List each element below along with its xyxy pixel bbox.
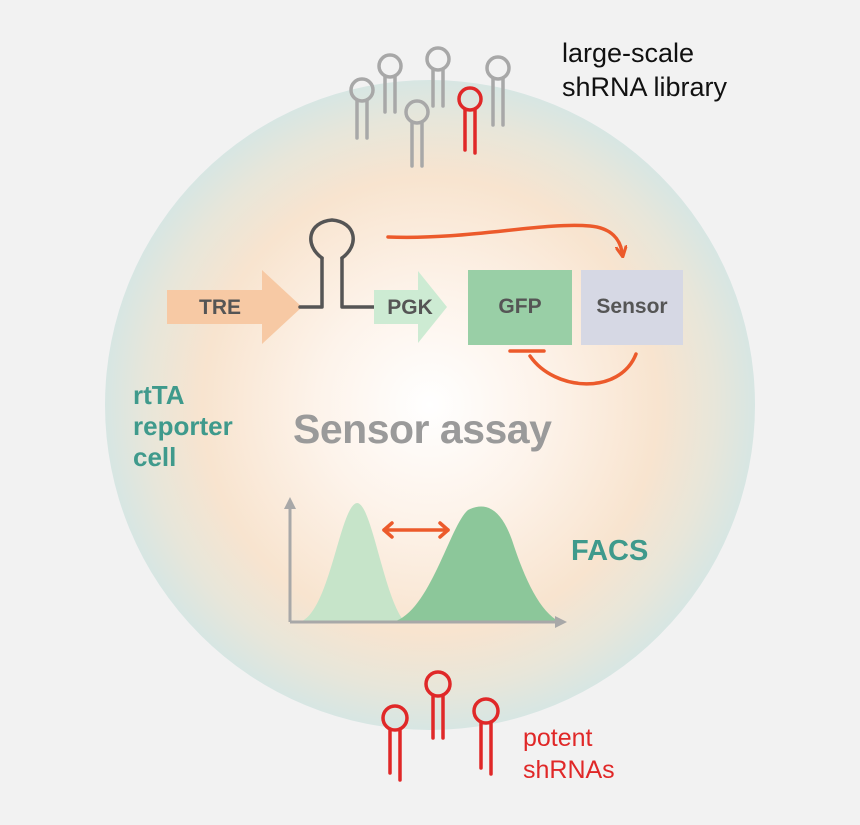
construct-hairpin-icon <box>298 218 377 309</box>
library-label-line-1: large-scale <box>562 38 695 68</box>
cell-label: rtTA reporter cell <box>133 380 233 473</box>
potent-shrnas <box>381 670 500 782</box>
gfp-high-peak <box>393 506 560 622</box>
shrna-hairpin-red-icon <box>457 86 483 155</box>
gfp-low-peak <box>300 503 405 622</box>
pgk-label: PGK <box>387 296 433 319</box>
cell-label-line-1: rtTA <box>133 380 185 410</box>
potent-label-line-2: shRNAs <box>523 756 615 784</box>
facs-histogram <box>284 497 567 628</box>
pgk-promoter-arrow <box>374 271 447 343</box>
library-label: large-scale shRNA library <box>562 36 727 104</box>
shrna-hairpin-icon <box>404 99 430 168</box>
repression-arrow <box>528 352 638 386</box>
reporter-cell <box>105 80 755 730</box>
cell-label-line-2: reporter <box>133 411 233 441</box>
cell-label-line-3: cell <box>133 442 177 472</box>
tre-promoter-arrow <box>167 270 302 344</box>
potent-label: potent shRNAs <box>523 722 615 786</box>
potent-hairpin-icon <box>424 670 452 740</box>
assay-title: Sensor assay <box>293 406 552 452</box>
shrna-hairpin-icon <box>349 77 375 140</box>
gfp-label: GFP <box>498 295 542 318</box>
potent-hairpin-icon <box>381 704 409 782</box>
potent-label-line-1: potent <box>523 724 593 752</box>
shrna-hairpin-icon <box>377 53 403 114</box>
targeting-arrow <box>386 223 622 252</box>
shrna-library <box>349 46 511 168</box>
potent-hairpin-icon <box>472 697 500 776</box>
shift-double-arrow <box>382 521 450 539</box>
sensor-box <box>581 270 683 345</box>
shrna-hairpin-icon <box>425 46 451 108</box>
library-label-line-2: shRNA library <box>562 72 728 102</box>
shrna-hairpin-icon <box>485 55 511 127</box>
tre-label: TRE <box>199 296 241 319</box>
sensor-label: Sensor <box>596 295 668 318</box>
gfp-box <box>468 270 572 345</box>
facs-label: FACS <box>571 535 649 567</box>
